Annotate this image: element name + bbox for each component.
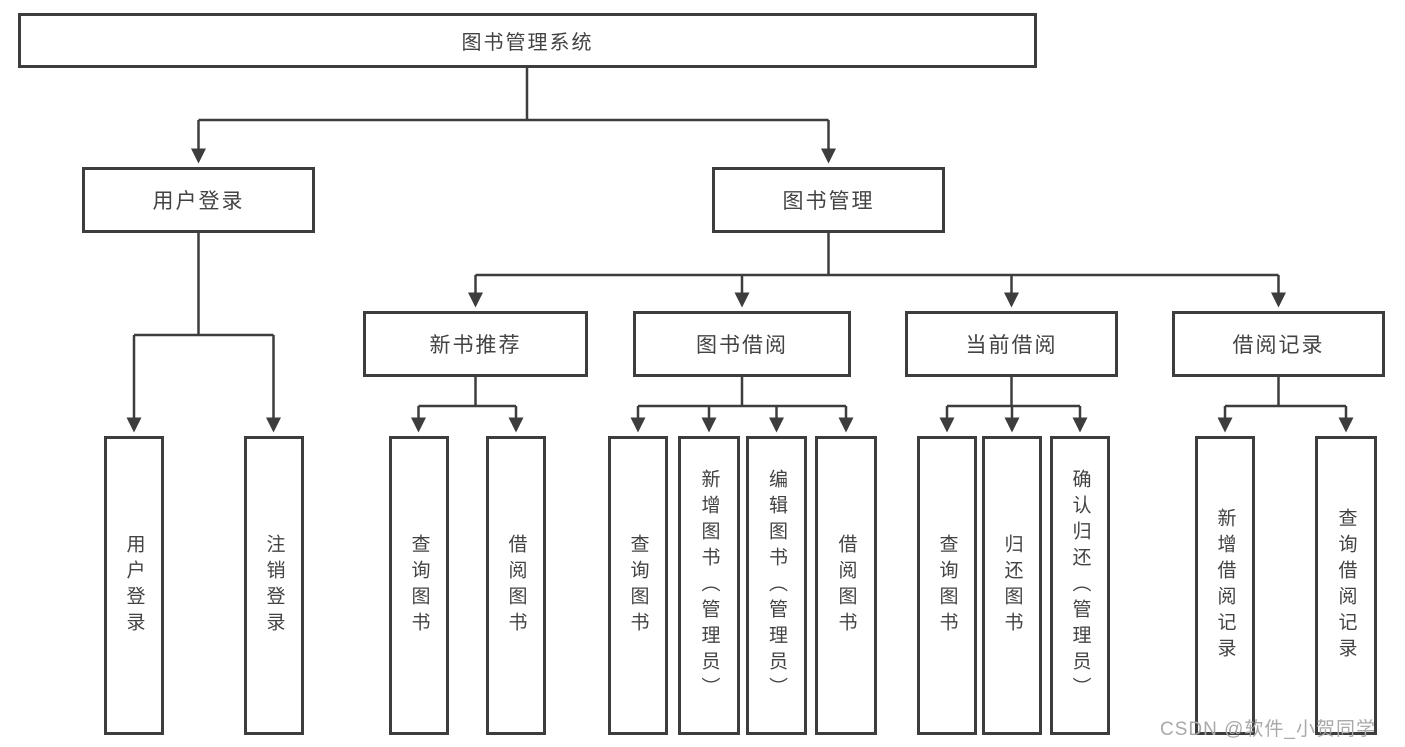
leaf-records-query-record: 查询借阅记录 [1315, 436, 1377, 735]
node-library-system: 图书管理系统 [18, 13, 1037, 68]
node-current-borrow: 当前借阅 [905, 311, 1118, 377]
leaf-current-confirm-return-admin: 确认归还（管理员） [1050, 436, 1110, 735]
leaf-user-login: 用户登录 [104, 436, 164, 735]
leaf-borrow-borrow-books: 借阅图书 [815, 436, 877, 735]
leaf-borrow-edit-books-admin: 编辑图书（管理员） [746, 436, 807, 735]
leaf-recommend-query-books: 查询图书 [389, 436, 449, 735]
watermark: CSDN @软件_小贺同学 [1160, 719, 1376, 740]
node-new-book-recommend: 新书推荐 [363, 311, 588, 377]
leaf-current-return-books: 归还图书 [982, 436, 1042, 735]
node-book-management: 图书管理 [712, 167, 945, 233]
node-user-login: 用户登录 [82, 167, 315, 233]
leaf-logout: 注销登录 [244, 436, 304, 735]
node-borrow-records: 借阅记录 [1172, 311, 1385, 377]
leaf-records-add-record: 新增借阅记录 [1195, 436, 1255, 735]
node-book-borrow: 图书借阅 [633, 311, 851, 377]
leaf-recommend-borrow-books: 借阅图书 [486, 436, 546, 735]
leaf-borrow-add-books-admin: 新增图书（管理员） [678, 436, 740, 735]
leaf-borrow-query-books: 查询图书 [608, 436, 668, 735]
leaf-current-query-books: 查询图书 [917, 436, 977, 735]
